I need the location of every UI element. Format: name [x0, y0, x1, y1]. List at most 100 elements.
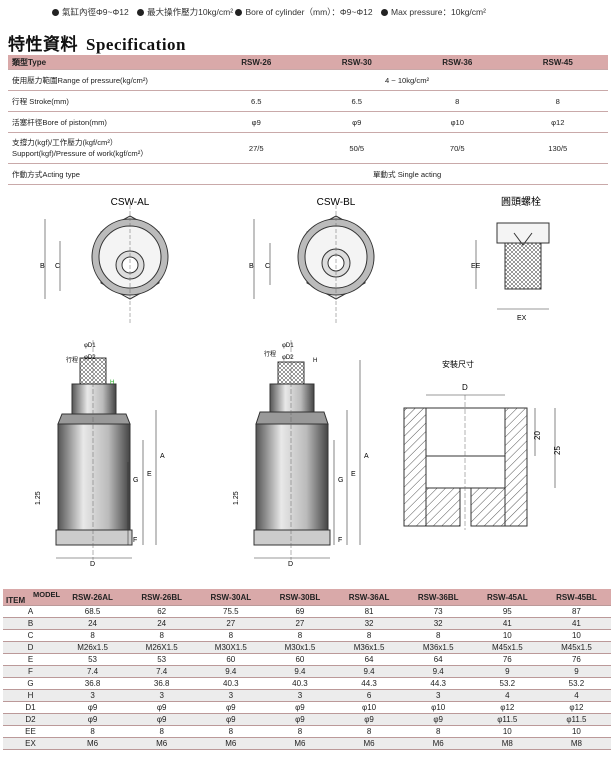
csw-bl-side-view: φD1 φD2 行程 H A E G F D 1.25	[233, 340, 369, 568]
dim-c: C	[55, 263, 60, 270]
value-cell: 24	[127, 617, 197, 630]
value-cell: 3	[196, 689, 266, 702]
feature-text: Bore of cylinder（mm）：Φ9~Φ12	[245, 7, 373, 17]
dim-stroke: 行程	[264, 350, 276, 358]
spec-value: φ9	[306, 111, 407, 133]
dim-e: E	[147, 471, 152, 478]
technical-drawing: CSW-AL B C CSW-BL B C 圓頭螺栓 EE EX	[35, 195, 562, 568]
value-cell: 3	[127, 689, 197, 702]
value-cell: 27	[196, 617, 266, 630]
value-cell: 9.4	[265, 665, 335, 678]
value-cell: M6	[265, 737, 335, 750]
item-cell: F	[3, 665, 58, 678]
install-size-view: 安裝尺寸 D 20 25	[403, 359, 562, 530]
value-cell: 95	[472, 605, 542, 618]
value-cell: 8	[265, 629, 335, 642]
spec-row: 使用壓力範圍Range of pressure(kg/cm²) 4 ~ 10kg…	[8, 69, 608, 91]
dim-g: G	[338, 477, 343, 484]
value-cell: 68.5	[58, 605, 128, 618]
dim-ee: EE	[471, 263, 481, 270]
dim-d2: φD2	[84, 355, 96, 361]
item-header: ITEM	[6, 596, 26, 605]
csw-al-side-view: φD1 φD2 行程 H A E G F D 1.25	[35, 340, 165, 568]
dim-d: D	[90, 561, 95, 568]
value-cell: 62	[127, 605, 197, 618]
value-cell: 53.2	[541, 677, 611, 690]
value-cell: 40.3	[265, 677, 335, 690]
spec-row: 行程 Stroke(mm) 6.5 6.5 8 8	[8, 90, 608, 112]
feature-bar: 氣缸內徑Φ9~Φ12 最大操作壓力10kg/cm² Bore of cylind…	[52, 6, 486, 18]
value-cell: 7.4	[127, 665, 197, 678]
value-cell: 3	[403, 689, 473, 702]
spec-header-cell: 類型Type	[8, 55, 206, 70]
value-cell: 27	[265, 617, 335, 630]
feature-text: 氣缸內徑Φ9~Φ12	[62, 7, 129, 17]
value-cell: φ11.5	[541, 713, 611, 726]
model-header-cell: RSW-45AL	[472, 589, 542, 606]
spec-row: 活塞杆徑Bore of piston(mm) φ9 φ9 φ10 φ12	[8, 111, 608, 133]
value-cell: 8	[334, 629, 404, 642]
dim-d2: φD2	[282, 355, 294, 361]
dim-f: F	[338, 537, 342, 544]
dim-a: A	[160, 453, 165, 460]
bullet-icon	[381, 9, 388, 16]
spec-header-cell: RSW-26	[206, 55, 307, 70]
item-cell: B	[3, 617, 58, 630]
value-cell: 69	[265, 605, 335, 618]
value-cell: M6	[403, 737, 473, 750]
bullet-icon	[137, 9, 145, 16]
spec-label-line: Support(kgf)/Pressure of work(kgf/cm²）	[12, 149, 148, 158]
value-cell: φ9	[265, 713, 335, 726]
spec-header-cell: RSW-30	[306, 55, 407, 70]
value-cell: 10	[541, 725, 611, 738]
round-head-bolt: 圓頭螺栓 EE EX	[471, 195, 550, 322]
dim-b: B	[40, 263, 45, 270]
value-cell: 9	[541, 665, 611, 678]
value-cell: 64	[334, 653, 404, 666]
value-cell: 9.4	[196, 665, 266, 678]
csw-al-label: CSW-AL	[111, 197, 150, 208]
spec-row: 作動方式Acting type 單動式 Single acting	[8, 163, 608, 185]
value-cell: 81	[334, 605, 404, 618]
model-header-cell: RSW-36BL	[403, 589, 473, 606]
spec-value: 8	[407, 90, 508, 112]
spec-value: 50/5	[306, 132, 407, 164]
spec-value: 130/5	[507, 132, 608, 164]
csw-bl-top-view: CSW-BL B C	[249, 197, 375, 325]
value-cell: M8	[541, 737, 611, 750]
value-cell: φ12	[472, 701, 542, 714]
value-cell: 75.5	[196, 605, 266, 618]
title-cn: 特性資料	[8, 35, 78, 55]
value-cell: 76	[472, 653, 542, 666]
value-cell: φ9	[334, 713, 404, 726]
value-cell: M30X1.5	[196, 641, 266, 654]
model-header-cell: RSW-36AL	[334, 589, 404, 606]
item-cell: H	[3, 689, 58, 702]
value-cell: 60	[196, 653, 266, 666]
value-cell: M36x1.5	[403, 641, 473, 654]
dim-b: B	[249, 263, 254, 270]
value-cell: 76	[541, 653, 611, 666]
value-cell: 53.2	[472, 677, 542, 690]
value-cell: M45x1.5	[541, 641, 611, 654]
spec-value: 27/5	[206, 132, 307, 164]
dim-d: D	[462, 383, 468, 392]
value-cell: 7.4	[58, 665, 128, 678]
value-cell: 8	[58, 725, 128, 738]
spec-value: 6.5	[206, 90, 307, 112]
value-cell: φ10	[403, 701, 473, 714]
spec-value: φ9	[206, 111, 307, 133]
value-cell: 87	[541, 605, 611, 618]
value-cell: 32	[334, 617, 404, 630]
spec-value: 70/5	[407, 132, 508, 164]
spec-header-row: 類型Type RSW-26 RSW-30 RSW-36 RSW-45	[8, 55, 608, 70]
value-cell: φ9	[265, 701, 335, 714]
model-header-cell: RSW-30AL	[196, 589, 266, 606]
